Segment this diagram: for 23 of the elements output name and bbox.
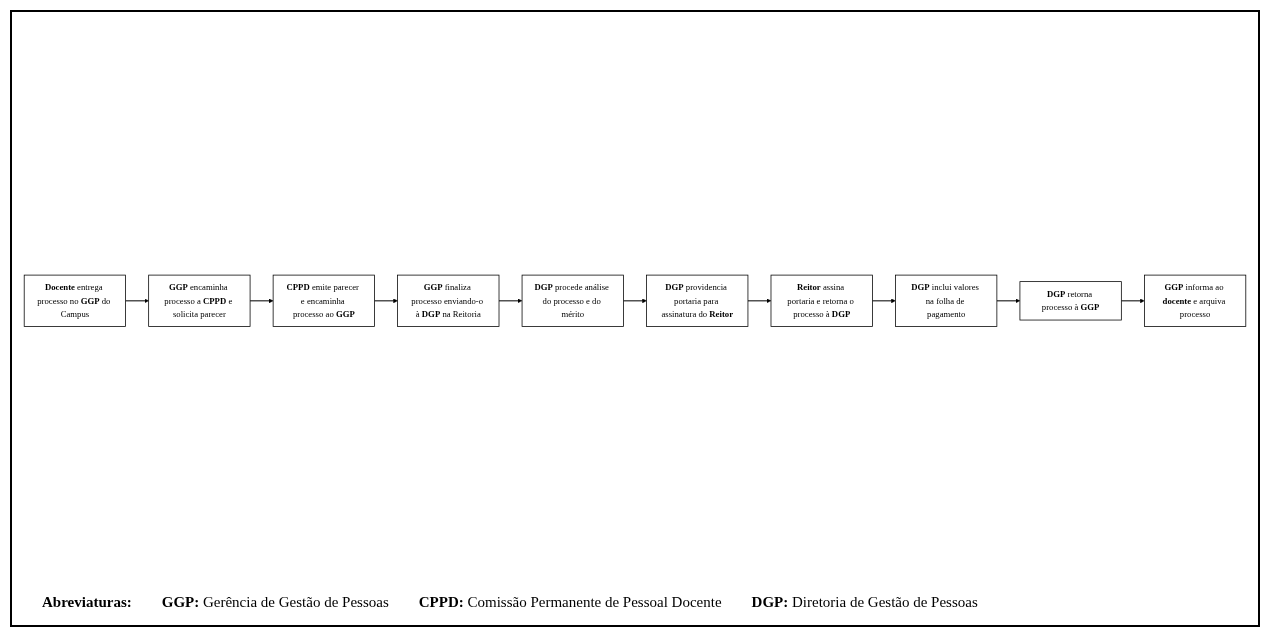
- node-box: CPPD emite parecer e encaminha processo ao GGP: [272, 274, 375, 328]
- abbreviation-text: GGP: Gerência de Gestão de Pessoas: [161, 594, 389, 611]
- node-box: Reitor assina portaria e retorna o processo à DGP: [770, 274, 873, 328]
- legend-heading: Abreviaturas:: [42, 594, 132, 611]
- arrow: [125, 298, 149, 304]
- abbreviation-text: DGP: Diretoria de Gestão de Pessoas: [751, 594, 978, 611]
- arrow: [871, 298, 896, 304]
- arrow: [996, 298, 1021, 304]
- node-box: GGP encaminha processo a CPPD e solicita parecer: [148, 274, 251, 328]
- node-box: DGP procede análise do processo e do mérito: [521, 274, 624, 328]
- arrow: [498, 298, 523, 304]
- arrow: [249, 298, 274, 304]
- arrow: [622, 298, 647, 304]
- node-box: Docente entrega processo no GGP do Campus: [23, 274, 126, 328]
- arrow: [374, 298, 398, 304]
- node-box: GGP finaliza processo enviando-o à DGP na Reitoria: [397, 274, 500, 328]
- arrow: [1120, 298, 1145, 304]
- node-box: GGP informa ao docente e arquiva processo: [1144, 274, 1247, 328]
- node-box: DGP inclui valores na folha de pagamento: [895, 274, 998, 328]
- node-box: DGP providencia portaria para assinatura do Reitor: [646, 274, 749, 328]
- node-box: DGP retorna processo à GGP: [1019, 281, 1122, 321]
- abbreviation-text: CPPD: Comissão Permanente de Pessoal Docente: [418, 594, 722, 611]
- arrow: [747, 298, 772, 304]
